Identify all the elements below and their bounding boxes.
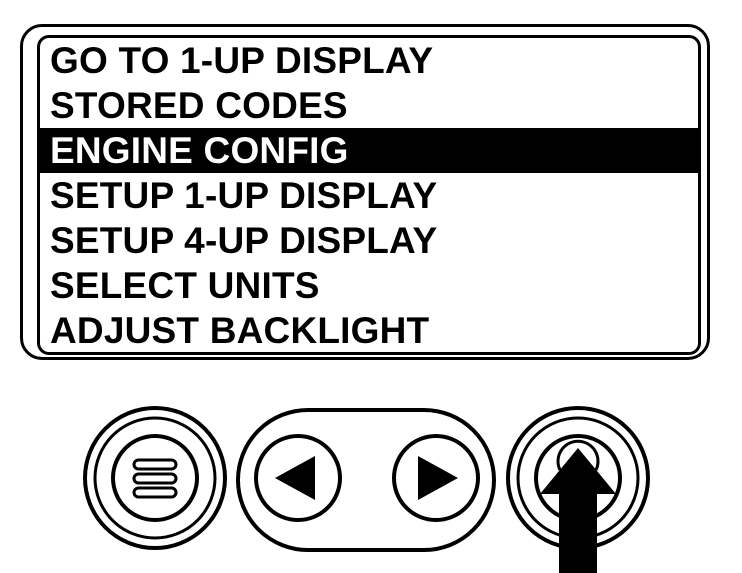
menu-icon	[132, 458, 178, 499]
right-button[interactable]	[392, 434, 480, 522]
menu-button[interactable]	[83, 406, 227, 550]
menu-item-adjust-backlight[interactable]: ADJUST BACKLIGHT	[50, 310, 430, 351]
menu-item-stored-codes[interactable]: STORED CODES	[50, 85, 348, 126]
left-button[interactable]	[254, 434, 342, 522]
menu-list: GO TO 1-UP DISPLAY STORED CODES ENGINE C…	[37, 35, 701, 355]
menu-item-go-to-1-up-display[interactable]: GO TO 1-UP DISPLAY	[50, 40, 434, 81]
arrow-right-icon	[418, 456, 458, 500]
menu-item-select-units[interactable]: SELECT UNITS	[50, 265, 320, 306]
pointer-arrow-up-icon	[540, 448, 616, 573]
menu-item-engine-config[interactable]: ENGINE CONFIG	[40, 128, 698, 173]
enter-icon	[556, 439, 600, 471]
display-screen: GO TO 1-UP DISPLAY STORED CODES ENGINE C…	[20, 24, 710, 360]
arrow-left-icon	[275, 456, 315, 500]
menu-item-setup-1-up-display[interactable]: SETUP 1-UP DISPLAY	[50, 175, 438, 216]
menu-item-setup-4-up-display[interactable]: SETUP 4-UP DISPLAY	[50, 220, 438, 261]
